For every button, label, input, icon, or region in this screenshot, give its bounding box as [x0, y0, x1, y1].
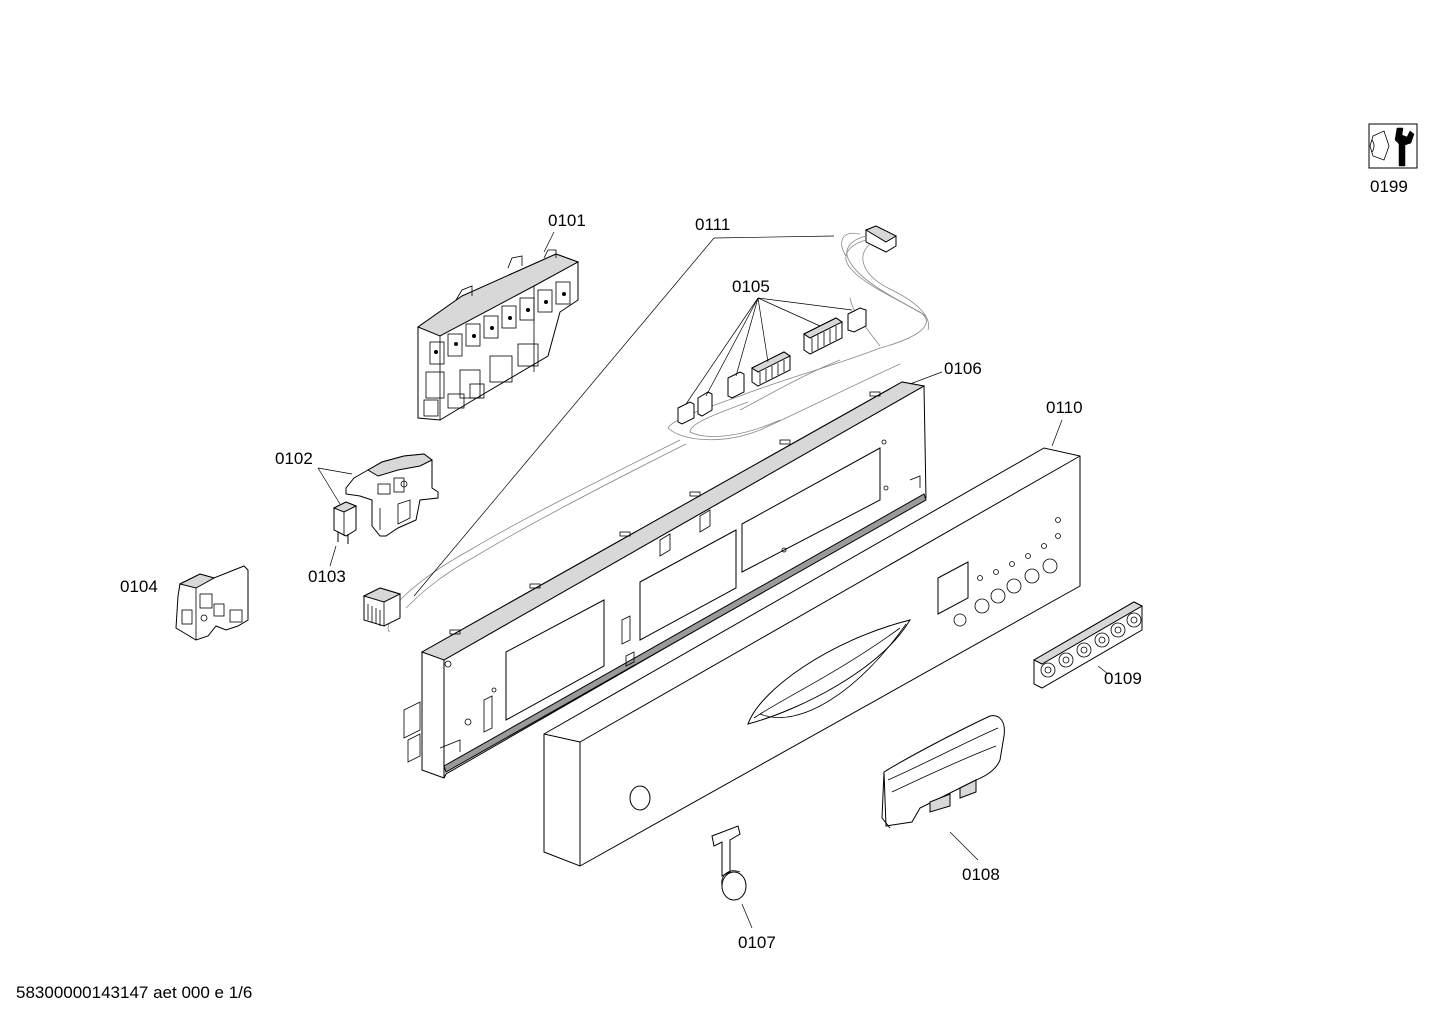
label-0107: 0107 — [738, 933, 776, 952]
connectors-0105 — [677, 307, 867, 425]
label-0103: 0103 — [308, 567, 346, 586]
label-0105: 0105 — [732, 277, 770, 296]
door-lock-0102 — [345, 453, 439, 537]
leader-lines — [317, 231, 1109, 929]
wiring-harness-0111 — [362, 225, 929, 633]
document-code: 58300000143147 aet 000 e 1/6 — [16, 983, 252, 1002]
relay-board-0104 — [175, 565, 249, 641]
label-0101: 0101 — [548, 211, 586, 230]
panel-frame-0106 — [403, 381, 927, 779]
button-strip-0109 — [1032, 601, 1144, 689]
control-module-0101 — [416, 249, 580, 421]
wrench-nut-icon — [1368, 123, 1418, 169]
label-0111: 0111 — [695, 215, 730, 234]
micro-switch-0103 — [332, 501, 358, 544]
door-handle-0108 — [881, 715, 1005, 829]
label-0108: 0108 — [962, 865, 1000, 884]
label-0109: 0109 — [1104, 669, 1142, 688]
label-0199: 0199 — [1370, 177, 1408, 196]
label-0106: 0106 — [944, 359, 982, 378]
part-labels: 0101 0102 0103 0104 0105 0106 0107 0108 … — [120, 177, 1408, 952]
front-panel-0110 — [543, 447, 1081, 867]
label-0110: 0110 — [1046, 398, 1083, 417]
knob-0107 — [711, 825, 747, 901]
label-0102: 0102 — [275, 449, 313, 468]
label-0104: 0104 — [120, 577, 158, 596]
